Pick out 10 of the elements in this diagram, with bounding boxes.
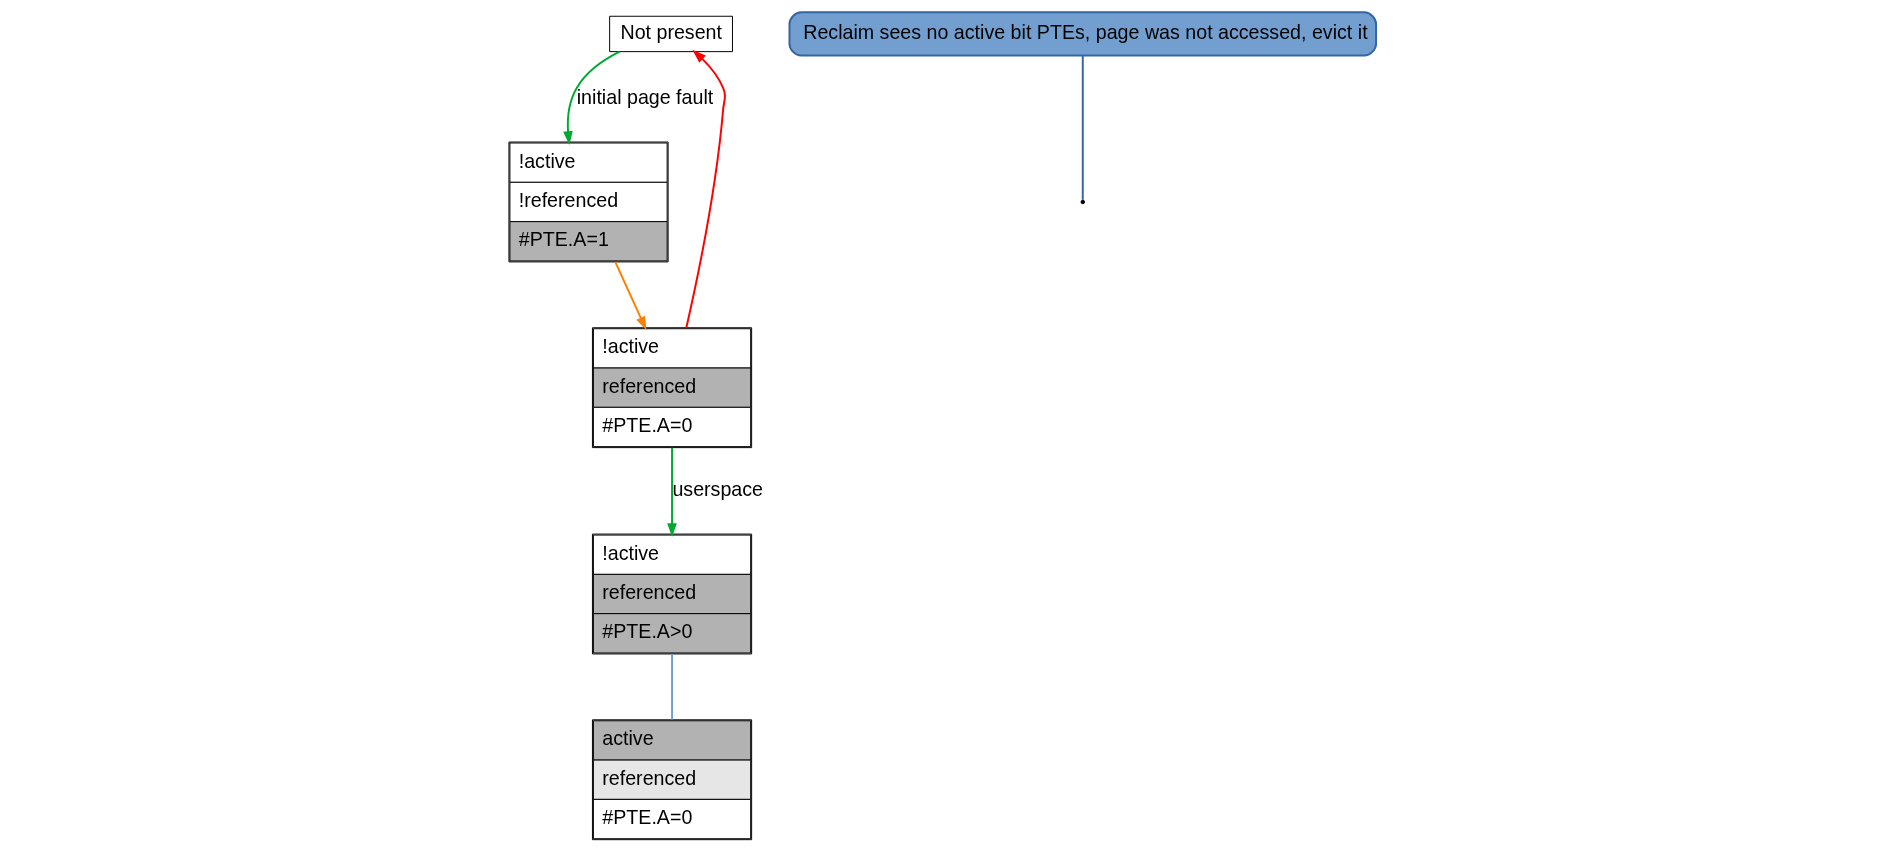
arrow xyxy=(667,446,677,538)
connector xyxy=(671,653,674,721)
node-box: Not present xyxy=(609,15,733,53)
arrow xyxy=(685,49,726,329)
edge-label: initial page fault xyxy=(576,85,714,108)
connector xyxy=(1081,54,1084,201)
node-box: Reclaim sees no active bit PTEs, page was not accessed, evict it xyxy=(788,11,1378,57)
arrow xyxy=(563,50,621,145)
edge-label: userspace xyxy=(672,477,764,500)
arrow xyxy=(614,261,647,331)
